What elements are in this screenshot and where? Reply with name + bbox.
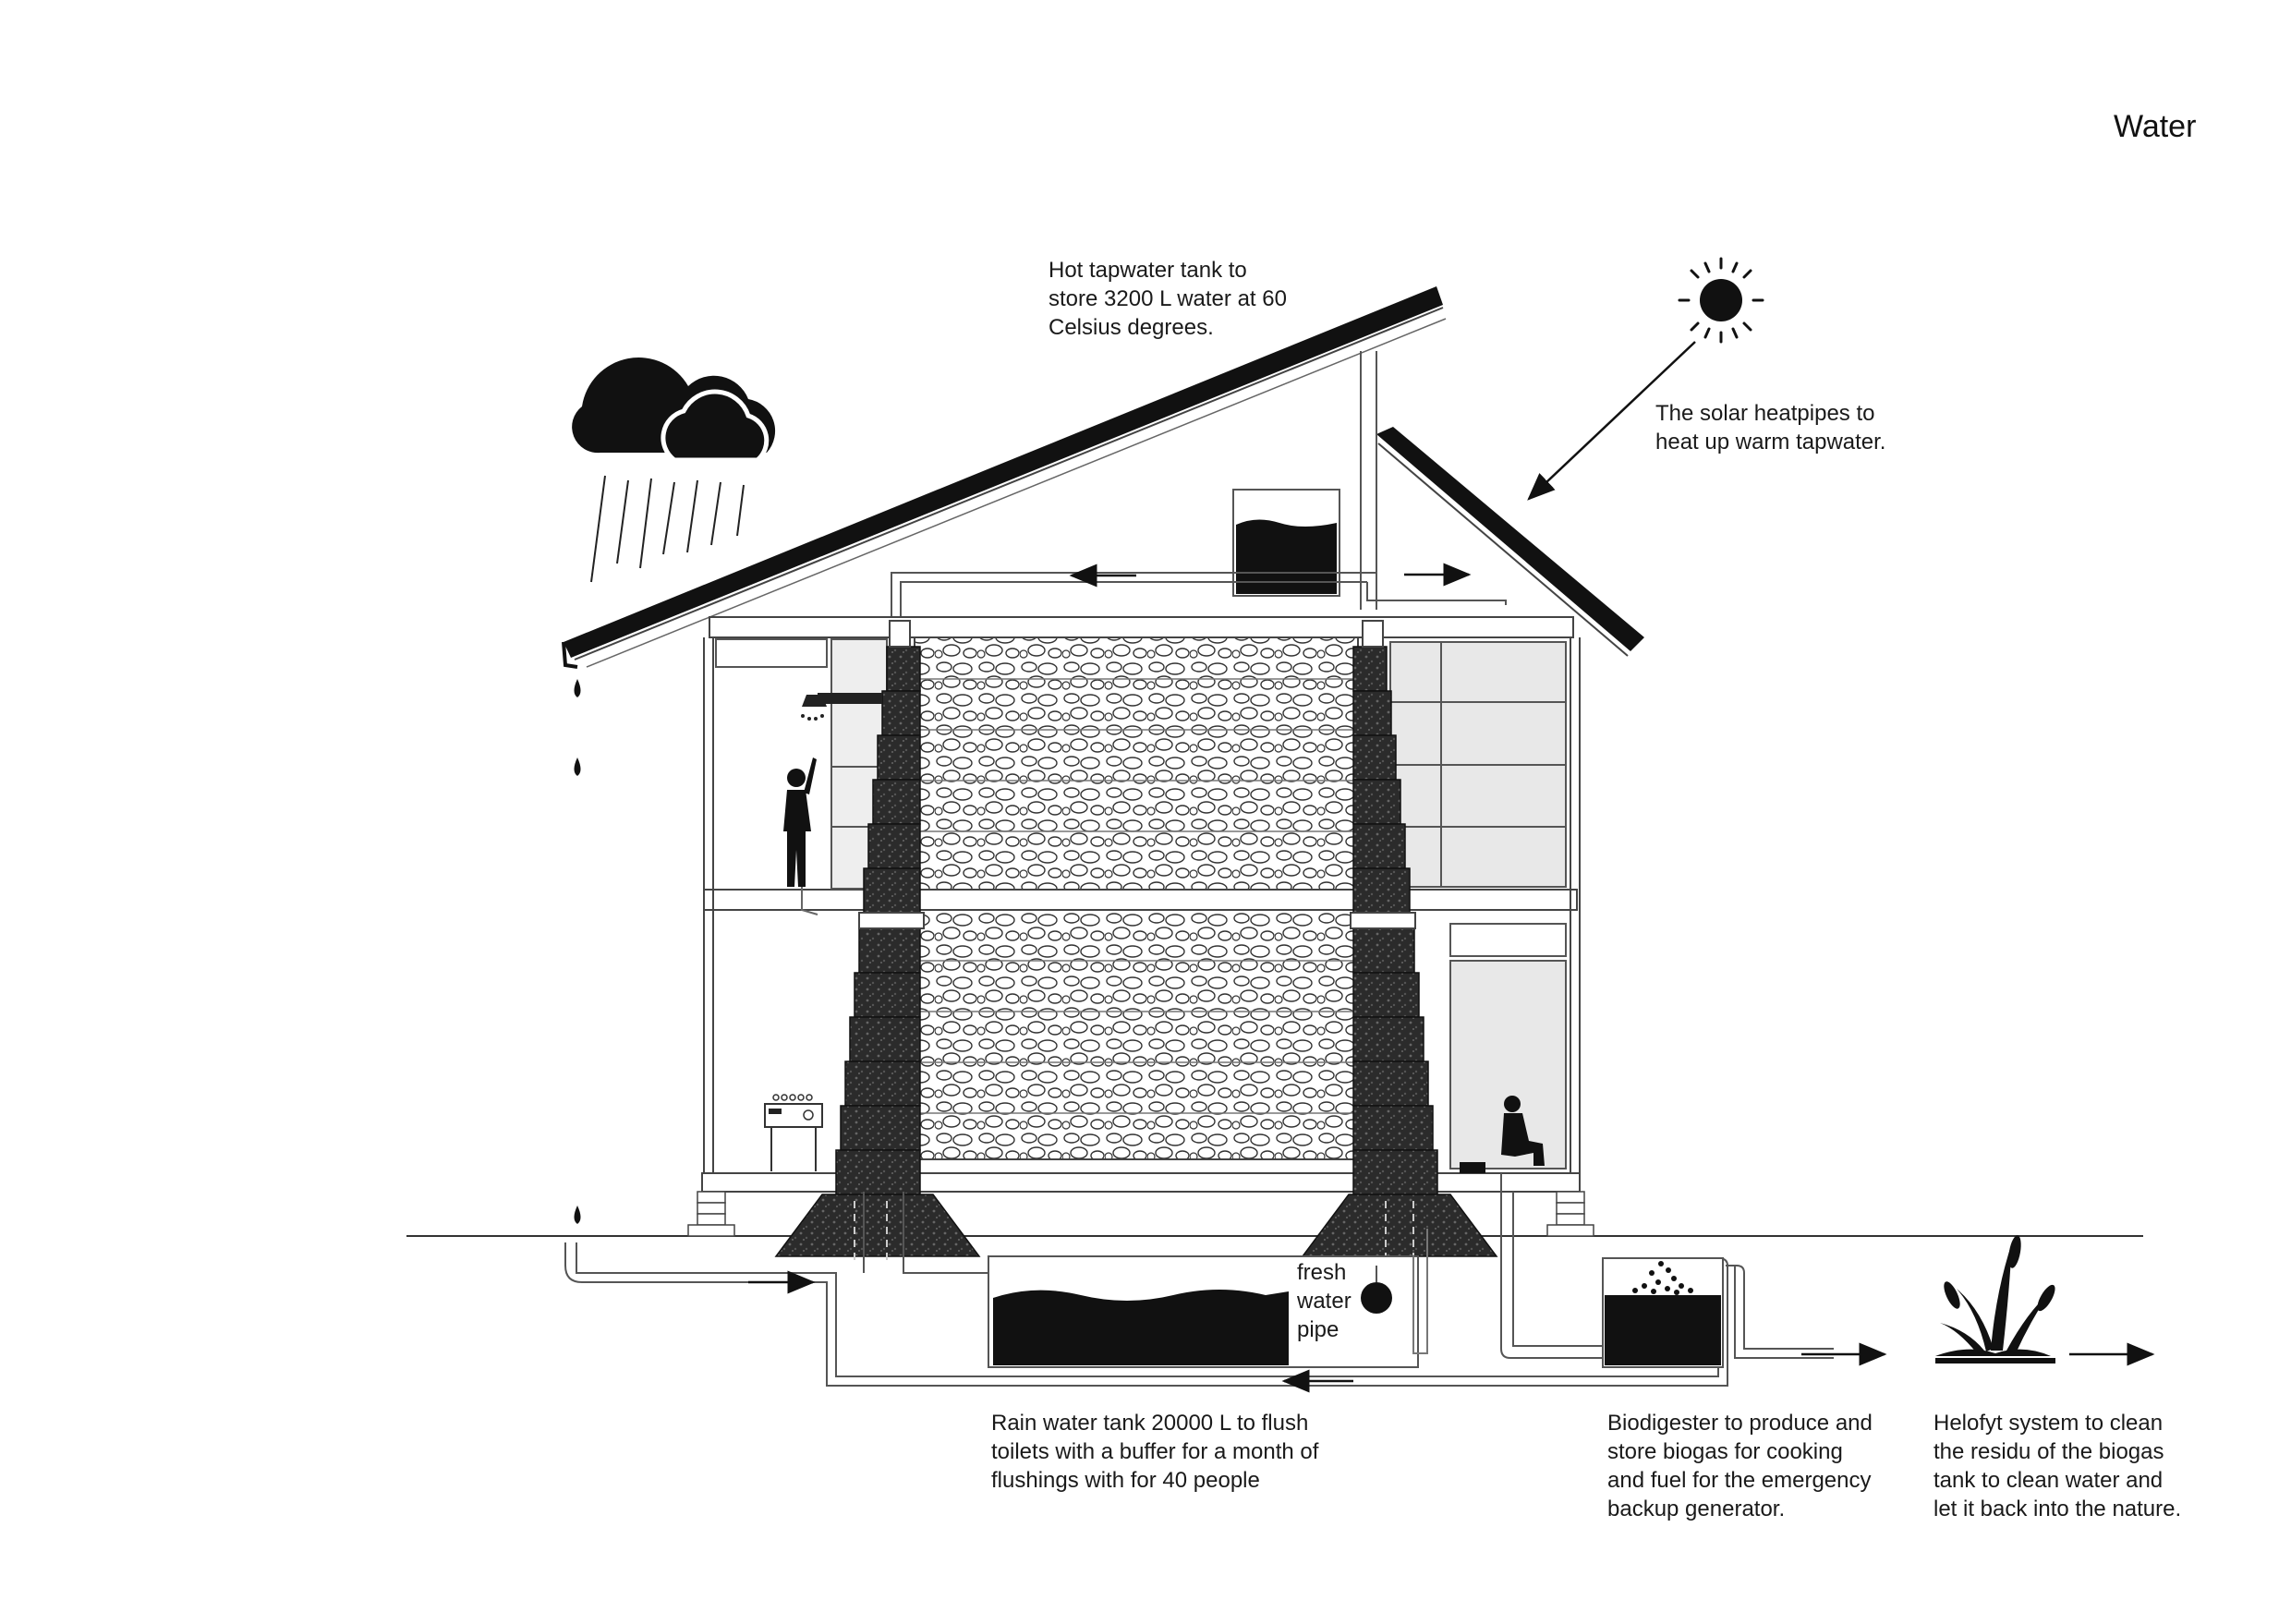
water-drop-icon [574, 679, 581, 1224]
hot-water-tank [1232, 489, 1340, 597]
fresh-water-pipe-icon [1361, 1282, 1392, 1314]
biodigester-label: Biodigester to produce and store biogas … [1607, 1411, 1873, 1521]
helofyt-label: Helofyt system to clean the residu of th… [1933, 1411, 2182, 1521]
stepped-pillar-right [1352, 646, 1438, 1195]
stepped-pillar-left [835, 646, 921, 1195]
rain-water-tank [988, 1255, 1419, 1368]
brick-plinth-left [687, 1191, 735, 1237]
page-title: Water [2114, 109, 2197, 144]
rubble-stone-wall [914, 636, 1359, 1174]
brick-plinth-right [1546, 1191, 1594, 1237]
solar-heatpipes-label: The solar heatpipes to heat up warm tapw… [1655, 401, 1886, 454]
stove-icon [764, 1094, 823, 1171]
hot-water-pipes [891, 572, 1507, 628]
hot-tank-label: Hot tapwater tank to store 3200 L water … [1049, 258, 1287, 340]
sun-icon [1678, 257, 1764, 344]
sun-arrow [1527, 341, 1696, 501]
rain-cloud-icon [572, 358, 776, 583]
sewage-pipe [1500, 1173, 1834, 1359]
foundation-left [774, 1194, 981, 1257]
window-right-upper [1389, 641, 1567, 888]
gutter [562, 641, 578, 669]
person-showering-icon [783, 757, 817, 887]
shower-icon [801, 693, 882, 721]
reed-plant-icon [1935, 1235, 2055, 1363]
fresh-water-pipe-label: fresh water pipe [1297, 1260, 1352, 1342]
rain-tank-label: Rain water tank 20000 L to flush toilets… [991, 1411, 1319, 1493]
main-roof [564, 286, 1447, 668]
foundation-right [1301, 1194, 1498, 1257]
biodigester-tank [1602, 1257, 1724, 1368]
solar-heatpipe-roof [1376, 427, 1644, 657]
person-toilet-icon [1460, 1096, 1545, 1173]
